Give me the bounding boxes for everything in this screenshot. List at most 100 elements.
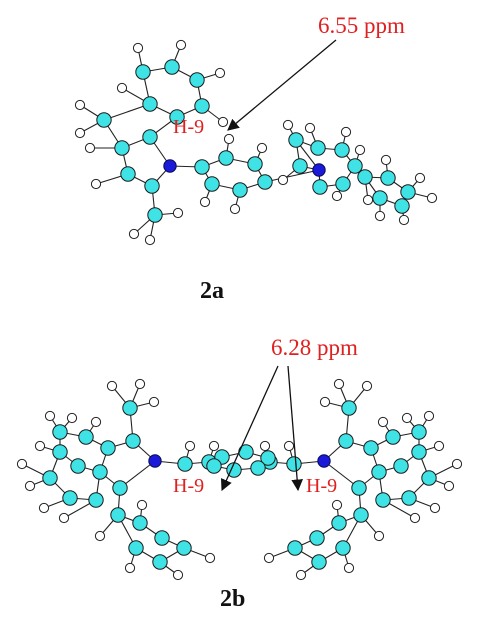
hydrogen-atom [304,122,316,134]
hydrogen-atom [132,42,144,54]
carbon-atom [331,515,347,531]
carbon-atom [421,470,437,486]
hydrogen-atom [144,234,156,246]
hydrogen-atom [361,380,373,392]
hydrogen-atom [333,378,345,390]
hydrogen-atom [38,502,50,514]
carbon-atom [70,458,86,474]
hydrogen-atom [217,116,229,128]
carbon-atom [154,530,170,546]
hydrogen-atom [429,502,441,514]
hydrogen-atom [94,530,106,542]
carbon-atom [206,458,222,474]
carbon-atom [204,176,220,192]
nitrogen-atom [317,454,331,468]
carbon-atom [335,540,351,556]
hydrogen-atom [172,569,184,581]
carbon-atom [100,440,116,456]
carbon-atom [112,480,128,496]
carbon-atom [218,150,234,166]
hydrogen-atom [263,552,275,564]
carbon-atom [120,166,136,182]
carbon-atom [232,182,248,198]
hydrogen-atom [44,410,56,422]
carbon-atom [110,507,126,523]
carbon-atom [401,490,417,506]
carbon-atom [260,450,276,466]
nitrogen-atom [312,163,326,177]
carbon-atom [341,400,357,416]
carbon-atom [169,109,185,125]
panel-label-2b: 2b [220,586,245,612]
nitrogen-atom [148,454,162,468]
carbon-atom [142,96,158,112]
carbon-atom [351,480,367,496]
carbon-atom [189,72,205,88]
hydrogen-atom [295,569,307,581]
carbon-atom [147,207,163,223]
carbon-atom [164,59,180,75]
carbon-atom [135,64,151,80]
carbon-atom [194,159,210,175]
hydrogen-atom [214,67,226,79]
carbon-atom [380,170,396,186]
h9-label-2b-left: H-9 [173,475,204,497]
carbon-atom [310,140,326,156]
hydrogen-atom [426,192,438,204]
hydrogen-atom [116,82,128,94]
hydrogen-atom [24,480,36,492]
hydrogen-atom [277,174,289,186]
carbon-atom [177,456,193,472]
carbon-atom [371,464,387,480]
hydrogen-atom [259,440,271,452]
hydrogen-atom [354,144,366,156]
molecule-2b [16,378,463,581]
hydrogen-atom [282,119,294,131]
carbon-atom [52,444,68,460]
bond [103,103,151,121]
hydrogen-atom [401,412,413,424]
hydrogen-atom [433,440,445,452]
hydrogen-atom [409,512,421,524]
carbon-atom [309,530,325,546]
carbon-atom [286,456,302,472]
carbon-atom [287,540,303,556]
carbon-atom [88,492,104,508]
carbon-atom [288,132,304,148]
shift-arrow-2b-left [221,365,279,492]
carbon-atom [394,198,410,214]
hydrogen-atom [223,133,235,145]
bond [264,169,320,183]
carbon-atom [292,158,308,174]
carbon-atom [52,424,68,440]
carbon-atom [338,433,354,449]
carbon-atom [92,464,108,480]
carbon-atom [347,158,363,174]
hydrogen-atom [319,396,331,408]
hydrogen-atom [34,440,46,452]
hydrogen-atom [283,440,295,452]
hydrogen-atom [451,458,463,470]
hydrogen-atom [373,530,385,542]
carbon-atom [393,458,409,474]
carbon-atom [312,179,328,195]
nitrogen-atom [163,159,177,173]
hydrogen-atom [340,126,352,138]
carbon-atom [62,490,78,506]
carbon-atom [176,540,192,556]
carbon-atom [142,129,158,145]
hydrogen-atom [398,214,410,226]
hydrogen-atom [84,142,96,154]
hydrogen-atom [208,440,220,452]
carbon-atom [128,540,144,556]
hydrogen-atom [74,99,86,111]
hydrogen-atom [414,172,426,184]
hydrogen-atom [106,380,118,392]
carbon-atom [78,429,94,445]
hydrogen-atom [128,228,140,240]
carbon-atom [363,440,379,456]
carbon-atom [125,433,141,449]
hydrogen-atom [66,412,78,424]
carbon-atom [152,554,168,570]
hydrogen-atom [343,562,355,574]
